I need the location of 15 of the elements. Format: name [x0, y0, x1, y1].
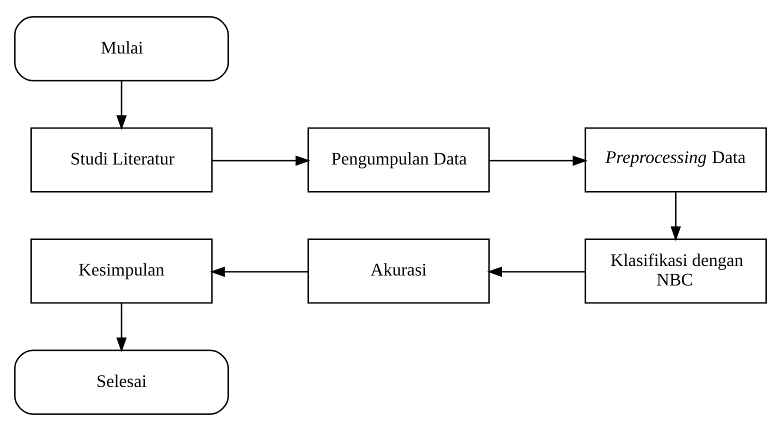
- node-box: Selesai: [14, 349, 229, 414]
- node-box: Pengumpulan Data: [308, 126, 490, 192]
- arrow: [212, 154, 310, 166]
- node-box: Preprocessing Data: [584, 126, 767, 192]
- arrow: [116, 80, 127, 130]
- arrow: [210, 266, 308, 276]
- arrow: [489, 154, 588, 166]
- arrow: [116, 302, 127, 352]
- node-box: Kesimpulan: [30, 238, 213, 304]
- node-box: Mulai: [14, 16, 229, 81]
- arrow: [487, 266, 586, 276]
- node-box: Klasifikasi dengan NBC: [584, 238, 767, 304]
- node-box: Akurasi: [308, 238, 490, 304]
- node-box: Studi Literatur: [30, 126, 213, 192]
- arrow: [670, 192, 681, 241]
